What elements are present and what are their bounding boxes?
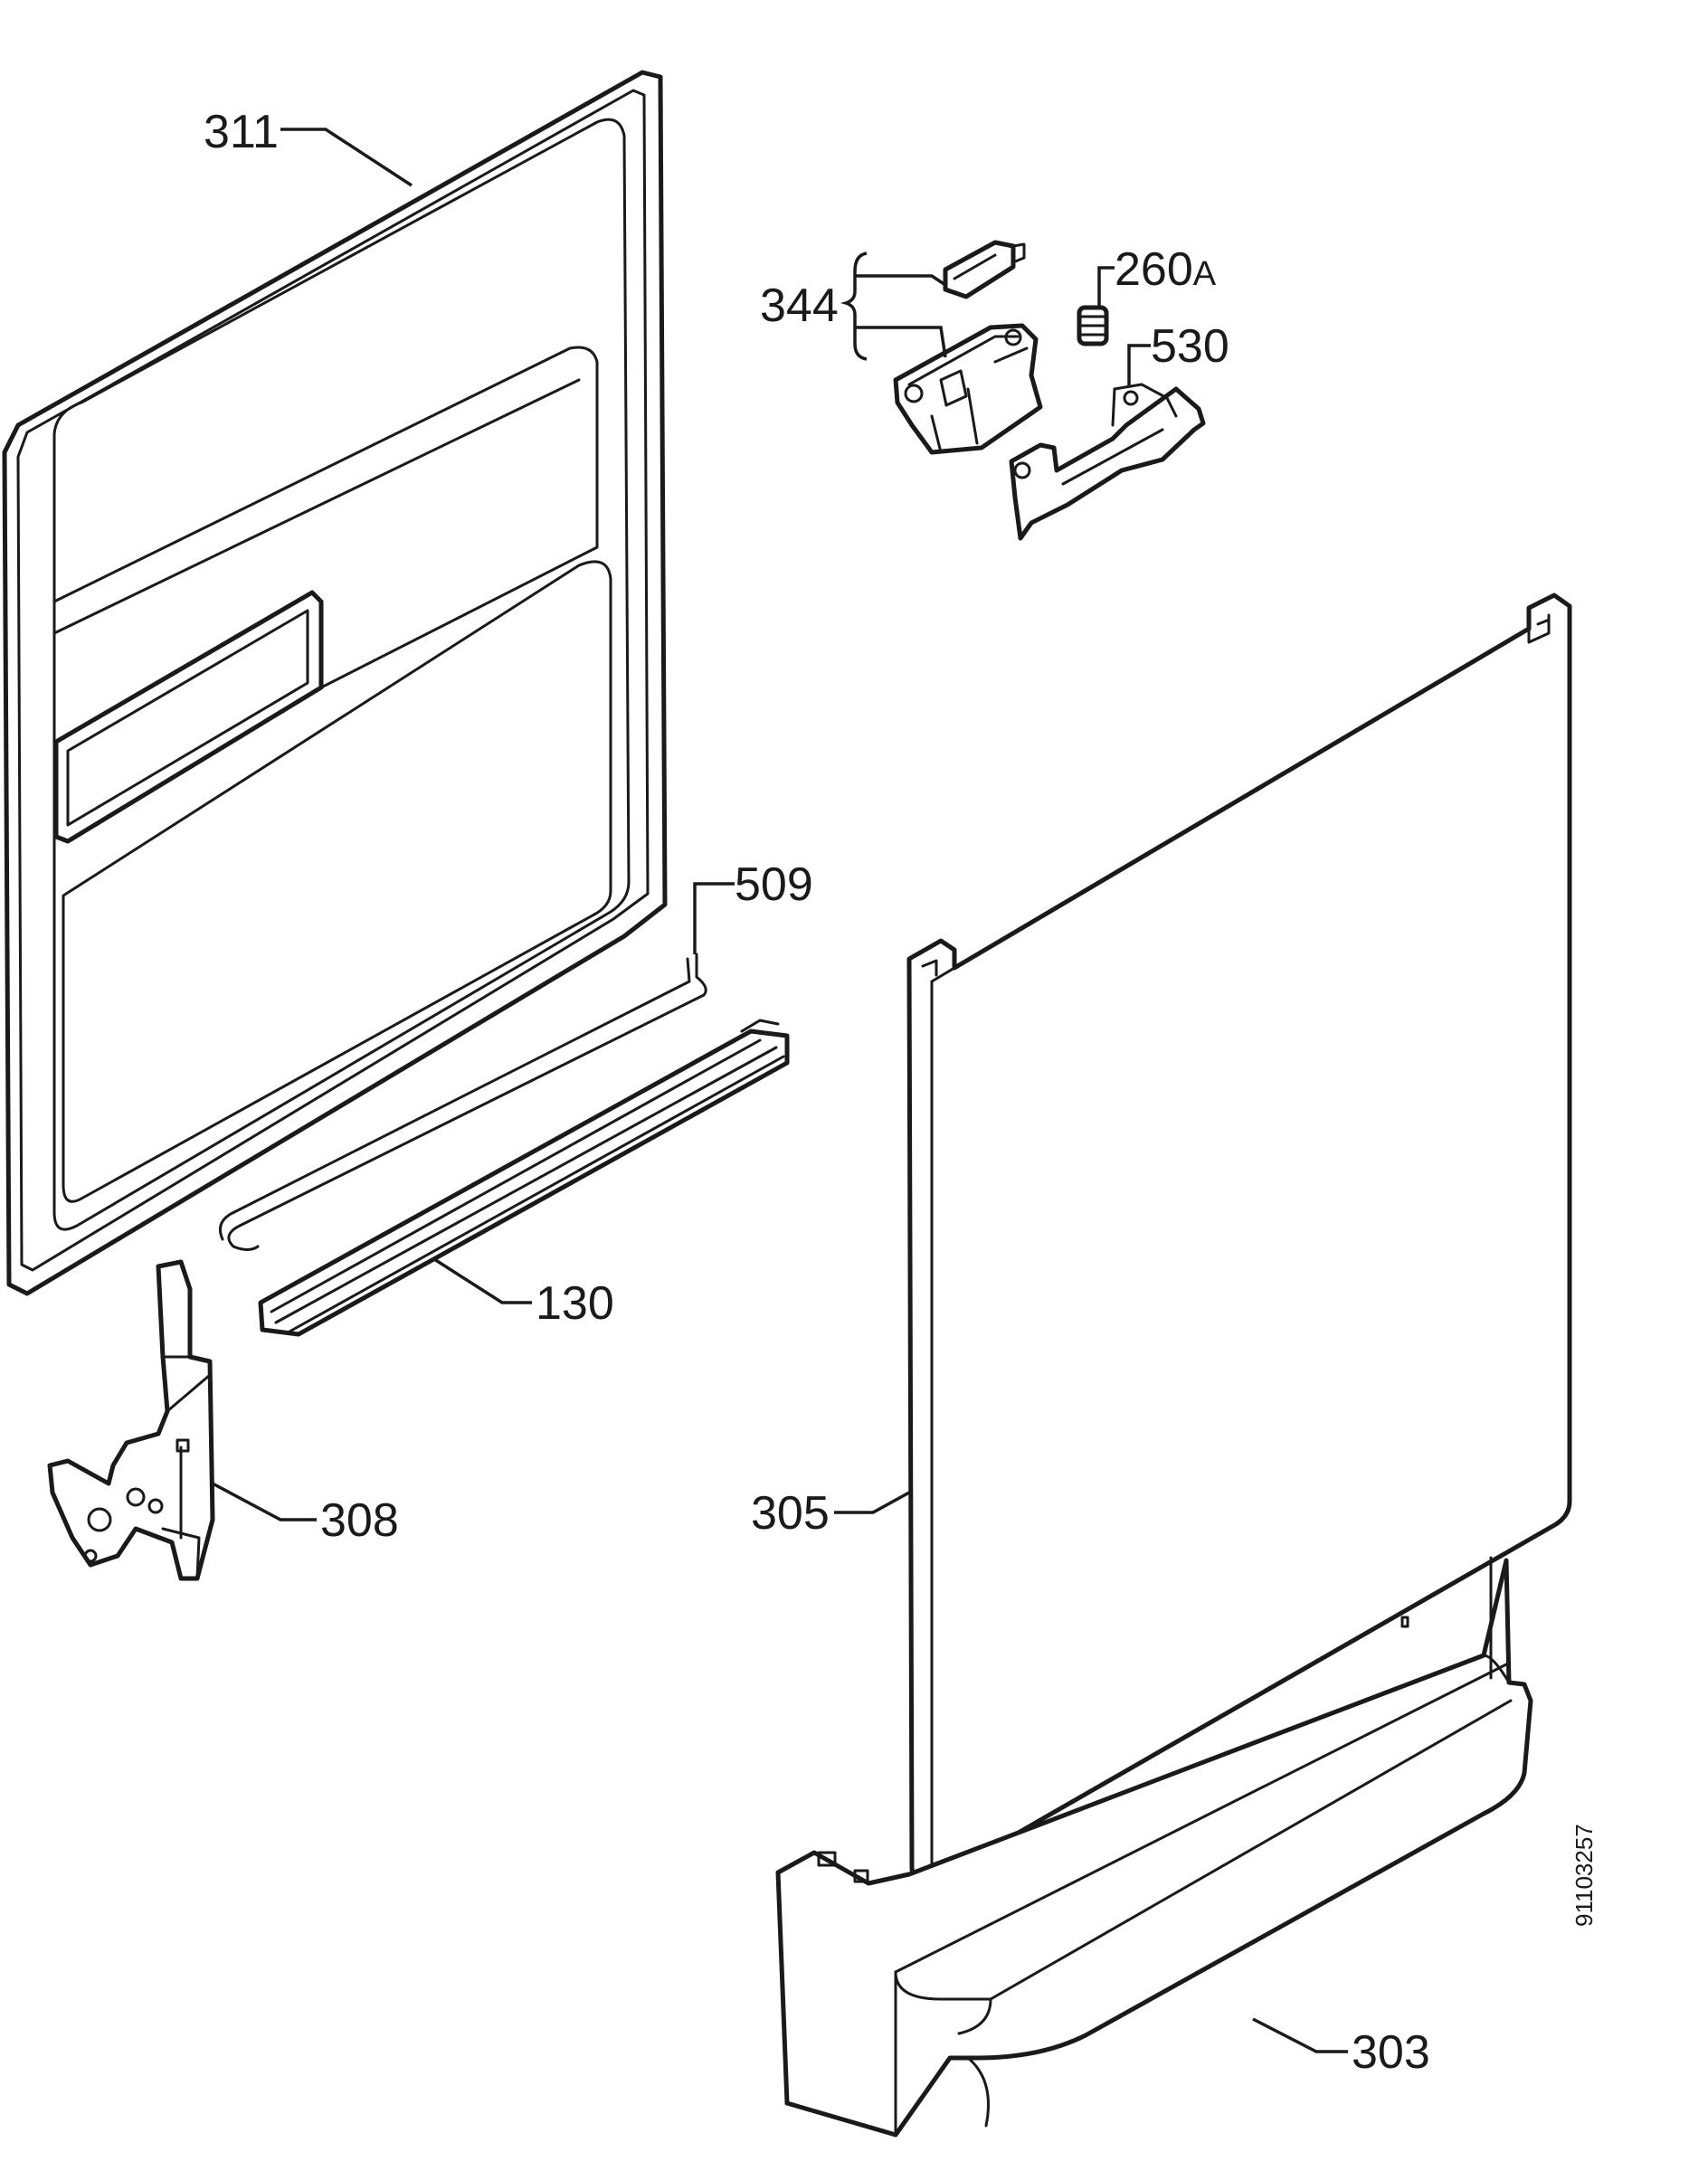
part-labels: 311 344 260A 530 509 130 308 305 303 <box>204 106 1430 2079</box>
rod-509 <box>219 953 707 1251</box>
label-305: 305 <box>751 1487 830 1540</box>
door-lock-344 <box>893 240 1043 455</box>
leader-344-brace <box>840 251 868 361</box>
lock-catch-530 <box>1009 383 1206 541</box>
label-311: 311 <box>204 106 279 158</box>
leader-303 <box>1252 2017 1348 2053</box>
leader-344-upper <box>855 274 946 287</box>
leader-308 <box>212 1482 317 1522</box>
leader-509 <box>693 882 735 954</box>
spring-260a <box>1077 305 1109 346</box>
label-303: 303 <box>1352 2026 1430 2079</box>
kick-plate-303 <box>775 1556 1533 2138</box>
hinge-bracket-308 <box>47 1259 215 1581</box>
leader-130 <box>433 1257 532 1304</box>
label-260a-suffix: A <box>1193 255 1217 293</box>
document-number: 91103257 <box>1570 1824 1598 1927</box>
label-344: 344 <box>760 280 839 332</box>
leader-344-lower <box>855 326 947 358</box>
leader-311 <box>280 128 413 187</box>
label-530: 530 <box>1151 320 1229 373</box>
label-509: 509 <box>735 858 813 911</box>
label-308: 308 <box>320 1494 399 1547</box>
leader-305 <box>834 1491 910 1514</box>
label-260a: 260A <box>1115 243 1217 296</box>
label-260a-number: 260 <box>1115 243 1193 296</box>
leader-530 <box>1127 344 1151 387</box>
inner-door-panel-311 <box>2 70 668 1296</box>
seal-strip-130 <box>258 1019 790 1337</box>
label-130: 130 <box>536 1277 614 1330</box>
leader-lines <box>212 128 1348 2053</box>
leader-260a <box>1097 266 1115 308</box>
